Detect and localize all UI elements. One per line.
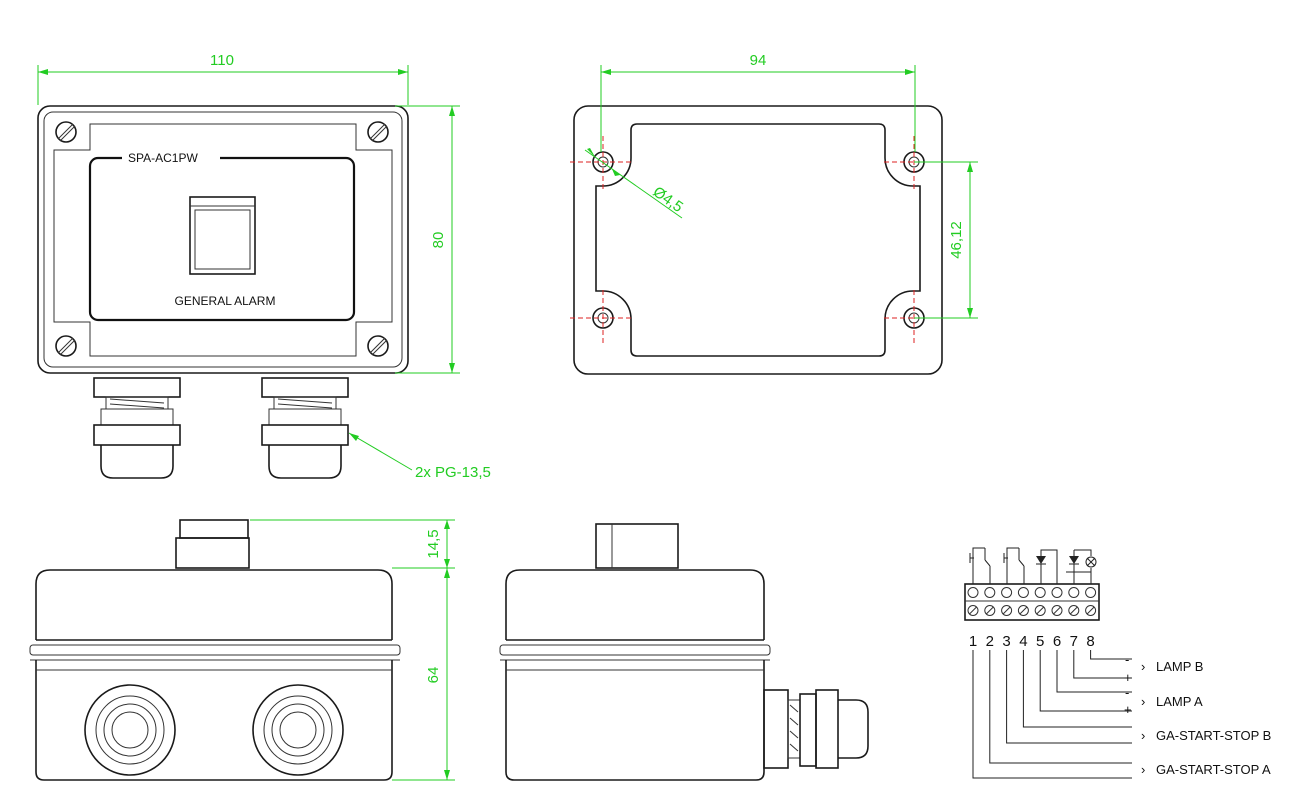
terminal-hole [1001, 587, 1013, 598]
polarity-minus: - [1125, 685, 1129, 700]
signal-arrow: › [1141, 728, 1145, 743]
terminal-screw [984, 605, 996, 616]
terminal-hole [1034, 587, 1046, 598]
hole-spacing-dimension: 94 [750, 52, 767, 69]
terminal-screw-slot [1086, 606, 1095, 615]
terminal-screw [1068, 605, 1080, 616]
terminal-number: 4 [1019, 633, 1027, 650]
wire [1073, 650, 1132, 679]
front-view: SPA-AC1PW GENERAL ALARM 110 [37, 52, 491, 481]
terminal-screw [1001, 605, 1013, 616]
terminal-number: 1 [969, 633, 977, 650]
terminal-screw [967, 605, 979, 616]
terminal-hole [967, 587, 979, 598]
lamp-icon [1066, 549, 1097, 584]
terminal-number: 8 [1086, 633, 1094, 650]
terminal-number: 5 [1036, 633, 1044, 650]
hole-vertical-dimension: 46,12 [948, 221, 965, 259]
side-view-profile [499, 523, 869, 781]
wire [989, 650, 1132, 764]
signal-arrow: › [1141, 659, 1145, 674]
terminal-hole [1085, 587, 1097, 598]
terminal-hole [1017, 587, 1029, 598]
cable-gland-profile [763, 689, 869, 769]
terminal-number: 7 [1070, 633, 1078, 650]
signal-lamp-a: LAMP A [1156, 694, 1203, 709]
panel-label: GENERAL ALARM [175, 294, 276, 308]
width-dimension: 110 [210, 52, 234, 69]
terminal-hole [1051, 587, 1063, 598]
terminal-screw [1051, 605, 1063, 616]
diode-symbol [1069, 550, 1079, 584]
cable-gland-right [261, 377, 349, 479]
model-label: SPA-AC1PW [128, 151, 198, 165]
cable-gland-end [252, 684, 344, 776]
terminal-screw-slot [1053, 606, 1061, 615]
wire [972, 650, 1132, 779]
cable-gland-left [93, 377, 181, 479]
terminal-number: 3 [1002, 633, 1010, 650]
mounting-view: 94 46,12 Ø4,5 [570, 52, 978, 375]
terminal-screw-slot [985, 606, 994, 615]
side-view-front: 14,5 64 [29, 519, 455, 781]
signal-arrow: › [1141, 762, 1145, 777]
body-height-dimension: 64 [425, 667, 442, 684]
terminal-screw [1017, 605, 1029, 616]
terminal-screw-slot [1069, 606, 1078, 615]
alarm-button [189, 196, 256, 275]
terminal-number: 2 [986, 633, 994, 650]
polarity-minus: - [1125, 652, 1129, 667]
hole-diameter-dimension: Ø4,5 [650, 183, 686, 216]
terminal-screw [1085, 605, 1097, 616]
signal-lamp-b: LAMP B [1156, 659, 1203, 674]
screw-icon [55, 335, 77, 357]
pushbutton-symbol [969, 547, 991, 584]
signal-arrow: › [1141, 694, 1145, 709]
height-dimension: 80 [430, 232, 447, 249]
wire [1022, 650, 1132, 728]
signal-ga-start-stop-b: GA-START-STOP B [1156, 728, 1271, 743]
terminal-hole [1068, 587, 1080, 598]
wire [1006, 650, 1132, 744]
terminal-number: 6 [1053, 633, 1061, 650]
terminal-screw-slot [969, 606, 977, 615]
wire [1039, 650, 1132, 712]
terminal-hole [984, 587, 996, 598]
cable-gland-end [84, 684, 176, 776]
wire [1090, 650, 1132, 660]
pushbutton-symbol [1003, 547, 1025, 584]
terminal-screw-slot [1019, 606, 1028, 615]
diode-symbol [1036, 549, 1058, 584]
screw-icon [367, 335, 389, 357]
signal-ga-start-stop-a: GA-START-STOP A [1156, 762, 1271, 777]
terminal-screw [1034, 605, 1046, 616]
gland-callout: 2x PG-13,5 [415, 464, 491, 481]
button-height-dimension: 14,5 [425, 529, 442, 558]
screw-icon [55, 121, 77, 143]
terminal-screw-slot [1036, 606, 1045, 615]
screw-icon [367, 121, 389, 143]
polarity-plus: + [1124, 702, 1132, 717]
wire [1056, 650, 1132, 693]
terminal-screw-slot [1002, 606, 1011, 615]
polarity-plus: + [1124, 670, 1132, 685]
